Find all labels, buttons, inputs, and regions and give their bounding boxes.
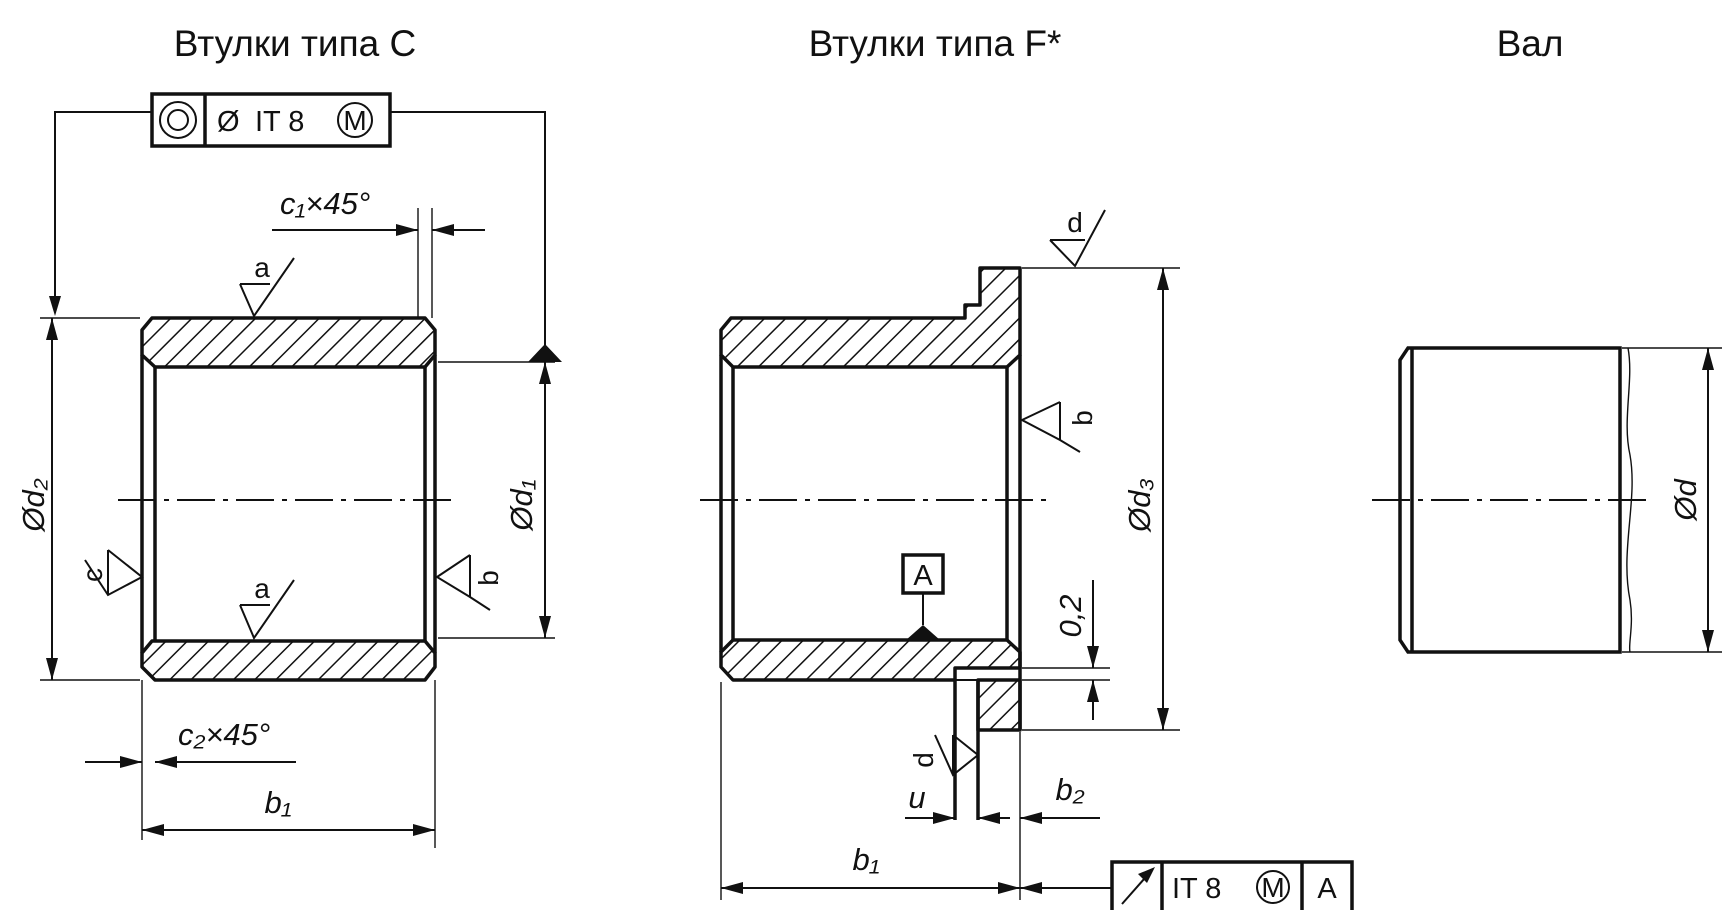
concentricity-value: IT 8: [255, 106, 304, 138]
roughness-left-c: c: [77, 549, 144, 597]
roughness-face-b: b: [1019, 401, 1098, 453]
bushing-type-c: Ø IT 8 M Ød₂ Ø: [16, 92, 562, 848]
runout-datum: A: [1317, 873, 1337, 905]
svg-text:d: d: [908, 752, 939, 768]
svg-text:a: a: [254, 573, 270, 604]
runout-modifier: M: [1261, 872, 1284, 903]
dim-d3: Ød₃: [1122, 478, 1157, 533]
dim-c2: c₂×45°: [178, 717, 270, 752]
dim-b1-f: b₁: [852, 842, 879, 877]
svg-text:c: c: [77, 568, 108, 582]
svg-text:b: b: [473, 570, 504, 586]
concentricity-icon: [159, 101, 197, 139]
bushing-type-f: Ød₃ 0,2 A d b d: [700, 207, 1354, 910]
svg-text:b: b: [1067, 410, 1098, 426]
title-type-f: Втулки типа F*: [809, 23, 1062, 64]
runout-arrow-icon: [1121, 867, 1155, 905]
dim-d2: Ød₂: [16, 478, 51, 532]
max-material-circle: [337, 102, 373, 138]
title-shaft: Вал: [1497, 23, 1564, 64]
runout-max-material-circle: [1256, 870, 1290, 904]
shaft: Ød: [1372, 346, 1722, 654]
dim-offset: 0,2: [1053, 594, 1088, 637]
dim-c1: c₁×45°: [280, 186, 370, 221]
datum-a: A: [901, 553, 945, 640]
roughness-groove-d: d: [908, 734, 980, 777]
title-type-c: Втулки типа С: [174, 23, 416, 64]
dim-d1: Ød₁: [504, 479, 539, 531]
concentricity-tolerance-frame: Ø IT 8 M: [150, 92, 392, 148]
svg-text:d: d: [1067, 207, 1083, 238]
dim-b1-c: b₁: [264, 785, 291, 820]
svg-text:a: a: [254, 252, 270, 283]
roughness-right-b: b: [435, 554, 504, 611]
runout-value: IT 8: [1172, 873, 1221, 905]
concentricity-diameter-sign: Ø: [217, 106, 240, 138]
roughness-top-a: a: [239, 252, 295, 319]
runout-tolerance-frame: IT 8 M A: [1110, 860, 1354, 910]
dim-b2: b₂: [1055, 772, 1084, 807]
dim-d: Ød: [1668, 478, 1703, 522]
roughness-bottom-a: a: [239, 573, 295, 641]
dim-u: u: [908, 780, 925, 815]
roughness-flange-d: d: [1049, 207, 1106, 268]
datum-a-label: A: [913, 560, 933, 592]
max-material-modifier: M: [343, 105, 366, 136]
